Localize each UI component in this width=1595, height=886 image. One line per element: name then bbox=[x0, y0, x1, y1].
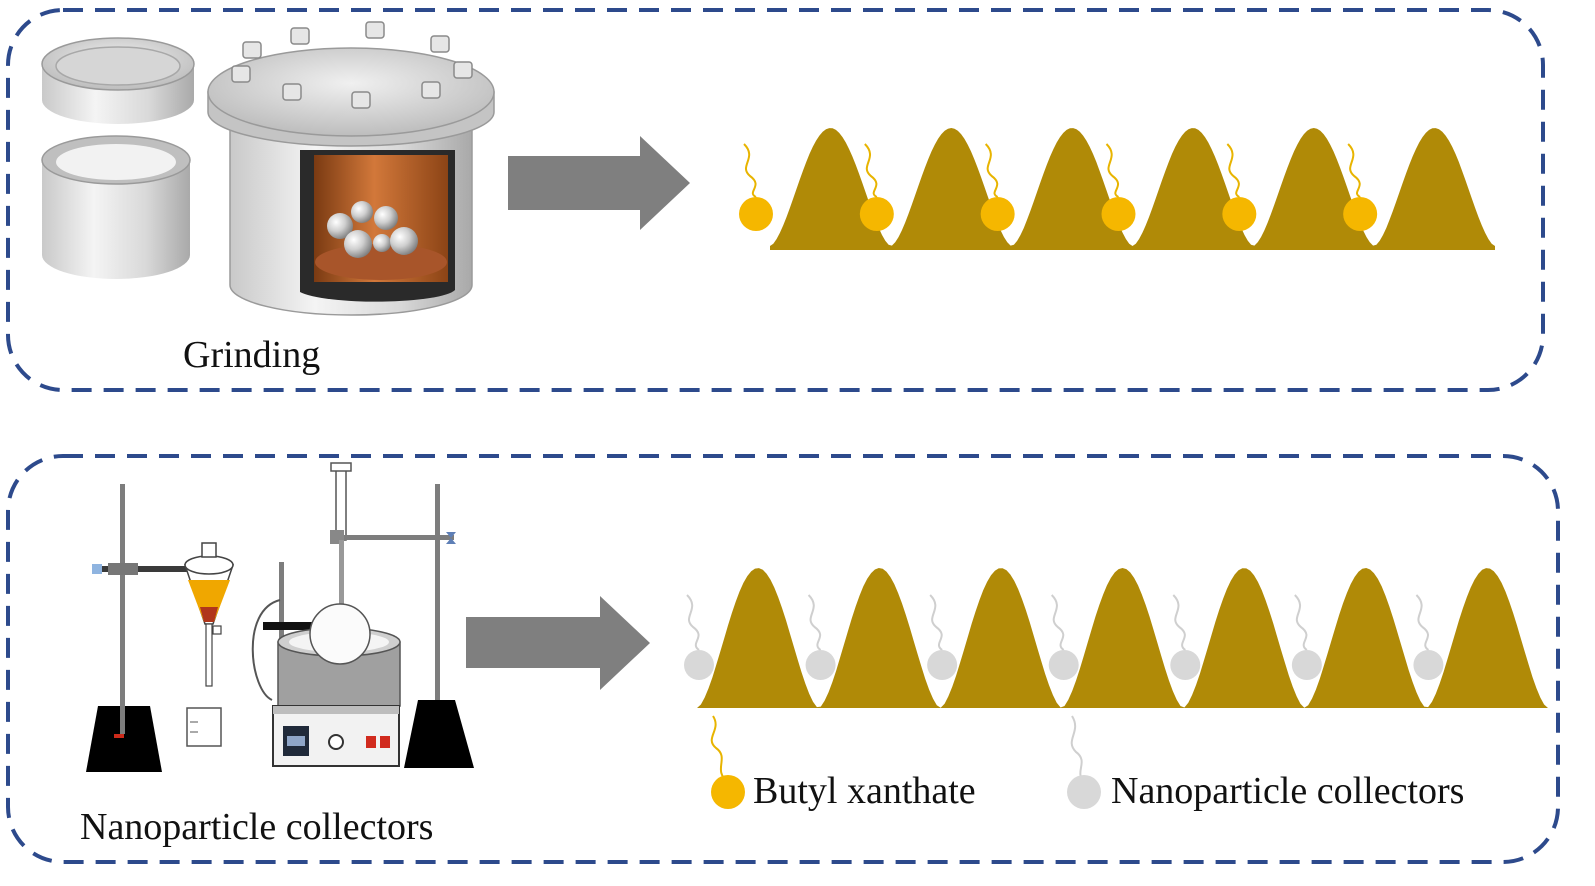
grinding-ball bbox=[344, 230, 372, 258]
adsorbed-nanoparticle-group bbox=[684, 594, 1444, 680]
legend-nanoparticle-marker bbox=[1067, 715, 1101, 809]
collector-tail bbox=[984, 143, 999, 198]
grinding-ball bbox=[374, 206, 398, 230]
collector-tail bbox=[807, 594, 822, 651]
collector-head bbox=[1170, 650, 1201, 680]
collector-head bbox=[739, 197, 773, 231]
collector-head bbox=[1291, 650, 1322, 680]
legend-butyl-xanthate-marker bbox=[710, 715, 745, 809]
beaker-icon bbox=[186, 707, 222, 747]
grinding-ball bbox=[390, 227, 418, 255]
collector-tail bbox=[686, 594, 700, 651]
adsorbed-xanthate-group bbox=[739, 143, 1378, 231]
arrow-right-icon bbox=[466, 596, 650, 690]
collector-head bbox=[1048, 650, 1079, 680]
jar-body-icon bbox=[207, 21, 495, 316]
collector-tail bbox=[864, 143, 878, 198]
collector-head bbox=[805, 650, 836, 680]
collector-tail bbox=[1172, 594, 1186, 651]
ball-mill-jar-icon bbox=[41, 21, 495, 316]
collector-head bbox=[927, 650, 958, 680]
collector-tail bbox=[743, 143, 757, 198]
collector-head bbox=[684, 650, 714, 680]
nano-collectors-caption: Nanoparticle collectors bbox=[80, 806, 434, 848]
grinding-ball bbox=[327, 213, 353, 239]
collector-head bbox=[980, 197, 1015, 231]
collector-head bbox=[1101, 197, 1136, 231]
heating-mantle-reflux-icon bbox=[251, 462, 474, 768]
mineral-surface-bottom bbox=[697, 568, 1548, 708]
mineral-surface-top bbox=[770, 128, 1495, 250]
collector-tail bbox=[929, 594, 943, 651]
collector-tail bbox=[1050, 594, 1065, 651]
collector-tail bbox=[1226, 143, 1240, 198]
collector-tail bbox=[1105, 143, 1120, 198]
grinding-ball bbox=[373, 234, 391, 252]
legend-nanoparticle-label: Nanoparticle collectors bbox=[1111, 770, 1465, 812]
jar-lid-icon bbox=[41, 37, 195, 124]
grinding-caption: Grinding bbox=[183, 334, 321, 376]
nano-panel-frame bbox=[6, 454, 1560, 864]
grinding-ball bbox=[351, 201, 373, 223]
collector-tail bbox=[1347, 143, 1361, 198]
jar-sleeve-icon bbox=[41, 135, 191, 279]
arrow-right-icon bbox=[508, 136, 690, 230]
collector-head bbox=[859, 197, 894, 231]
collector-tail bbox=[1415, 594, 1430, 651]
collector-head bbox=[1343, 197, 1378, 231]
grinding-panel-frame bbox=[6, 8, 1545, 392]
collector-head bbox=[1413, 650, 1444, 680]
collector-tail bbox=[1294, 594, 1308, 651]
separatory-funnel-stand-icon bbox=[86, 484, 235, 772]
legend-butyl-xanthate-label: Butyl xanthate bbox=[753, 770, 976, 812]
collector-head bbox=[1222, 197, 1257, 231]
